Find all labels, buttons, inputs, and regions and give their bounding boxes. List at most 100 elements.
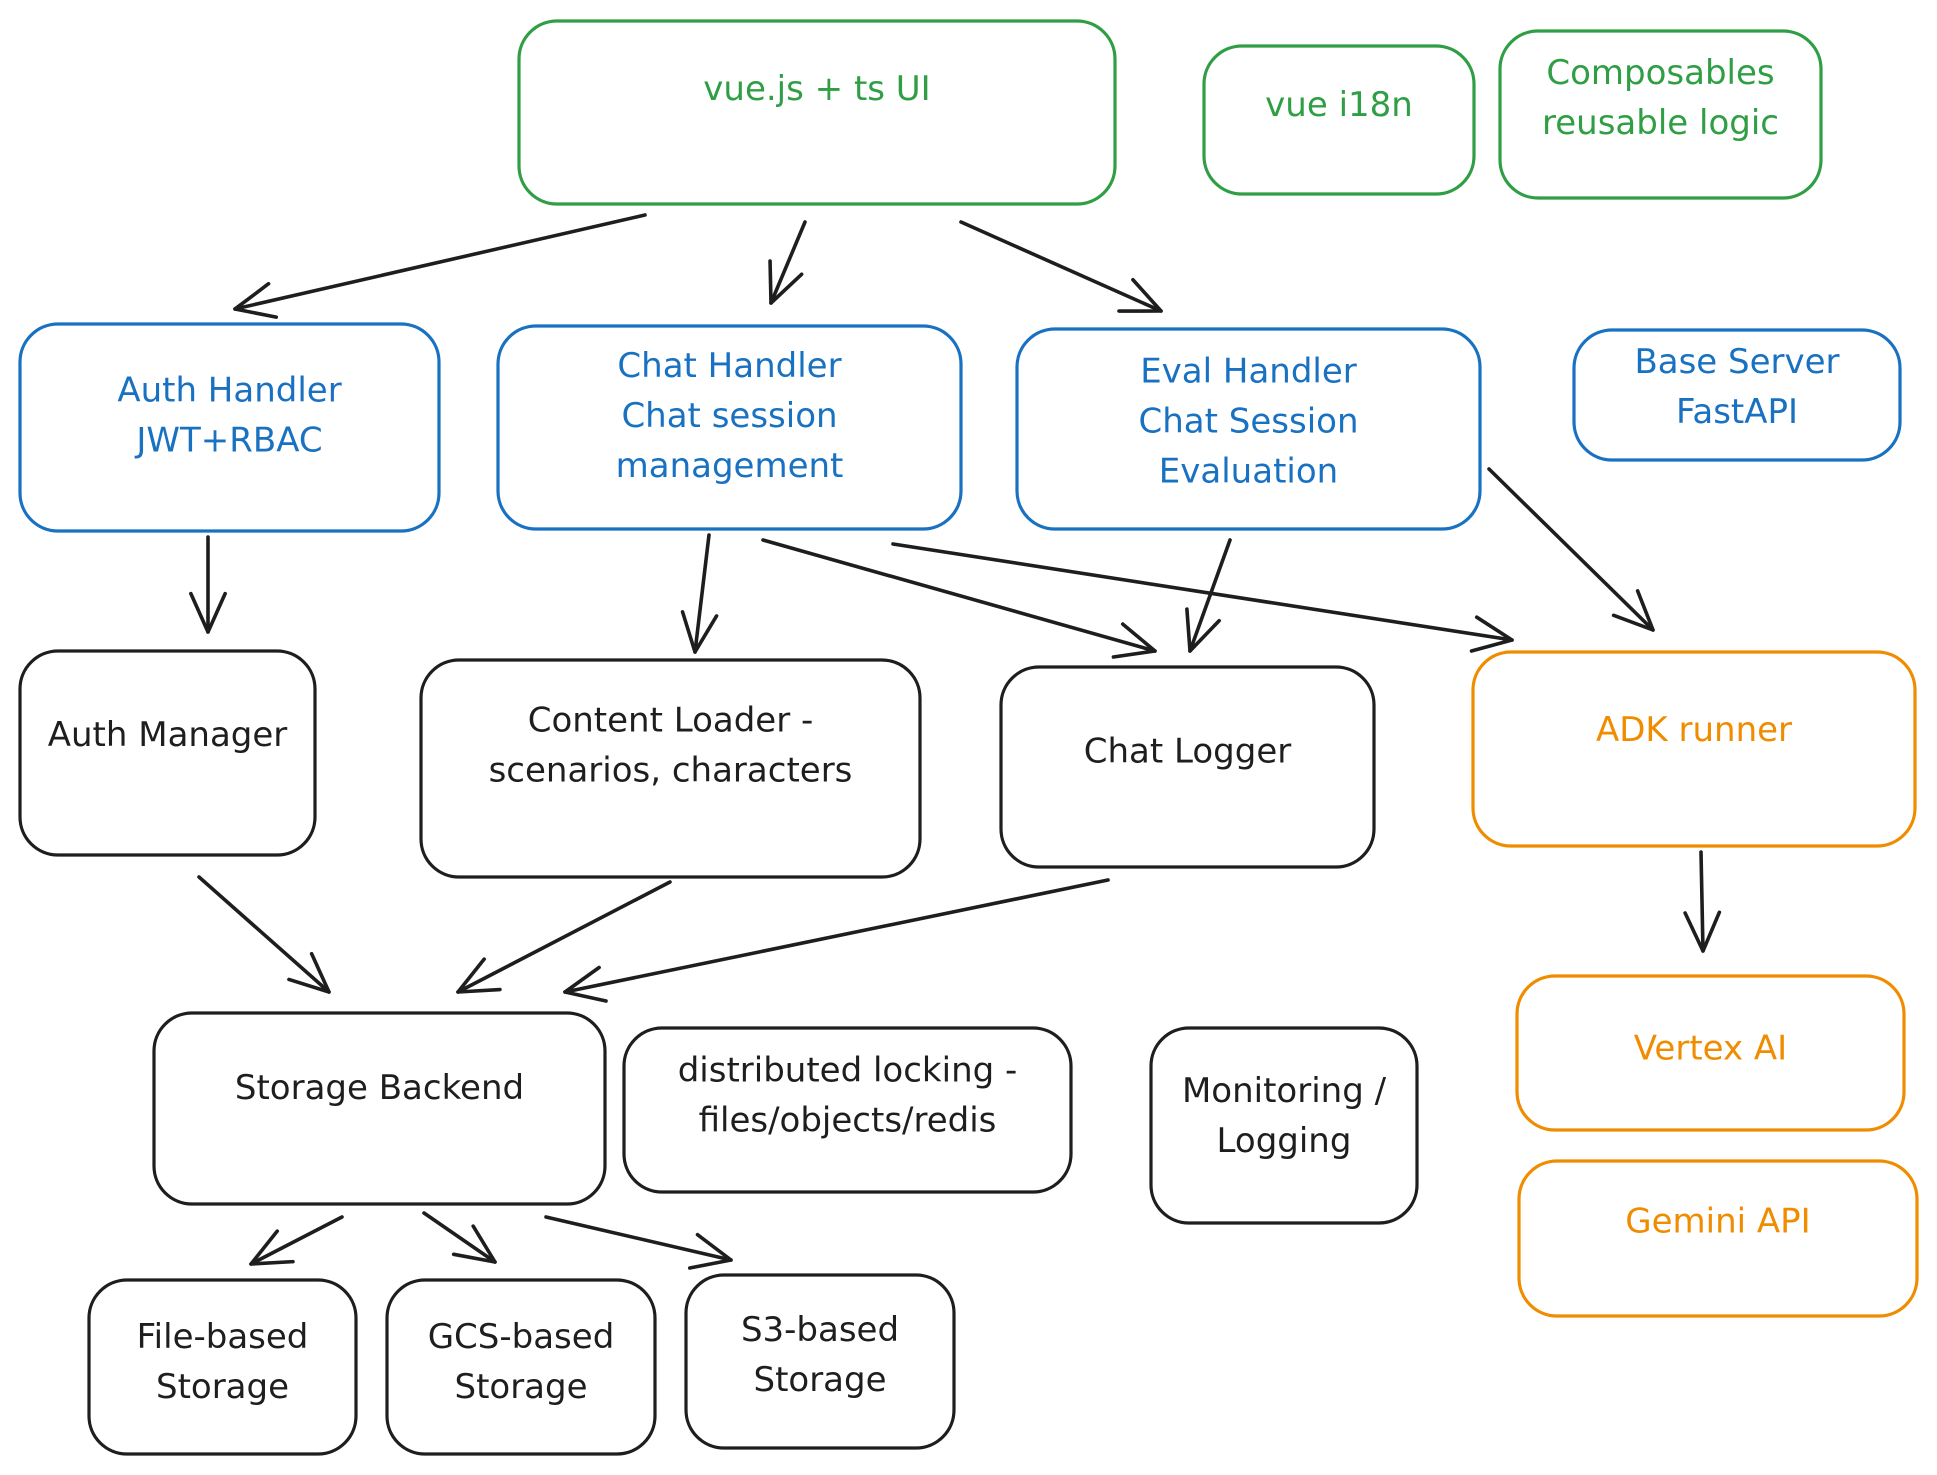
arrowhead-icon xyxy=(687,1232,733,1270)
node-border xyxy=(1471,650,1917,848)
edge-auth-manager-to-storage-backend xyxy=(197,875,331,994)
node-border xyxy=(419,658,922,879)
node-vertex-ai[interactable]: Vertex AI xyxy=(1515,974,1906,1132)
edge-chat-handler-to-content-loader xyxy=(680,533,719,654)
node-label: Chat Session xyxy=(1139,402,1359,442)
arrowhead-icon xyxy=(1117,277,1163,313)
edge-line xyxy=(1699,850,1705,953)
node-border xyxy=(1498,29,1823,200)
arrowhead-icon xyxy=(451,1224,497,1264)
node-content-loader[interactable]: Content Loader -scenarios, characters xyxy=(419,658,922,879)
node-border xyxy=(1515,974,1906,1132)
node-label: Chat Handler xyxy=(617,346,841,386)
node-label: Base Server xyxy=(1634,342,1839,382)
node-label: Composables xyxy=(1546,53,1774,93)
node-label: S3-based xyxy=(741,1310,899,1350)
edge-line xyxy=(422,1211,497,1264)
node-adk-runner[interactable]: ADK runner xyxy=(1471,650,1917,848)
node-label: Auth Manager xyxy=(48,715,288,755)
arrowhead-icon xyxy=(1469,615,1514,653)
node-label: Chat Logger xyxy=(1084,732,1291,772)
edge-storage-backend-to-file-storage xyxy=(249,1215,344,1266)
node-label: ADK runner xyxy=(1596,710,1792,750)
node-label: Vertex AI xyxy=(1634,1028,1787,1068)
node-label: File-based xyxy=(137,1317,309,1357)
arrowhead-icon xyxy=(1185,607,1221,653)
edge-auth-handler-to-auth-manager xyxy=(189,535,227,634)
arrowhead-icon xyxy=(1683,910,1722,953)
node-border xyxy=(496,324,963,531)
node-label: Evaluation xyxy=(1159,452,1338,492)
node-label: Monitoring / xyxy=(1182,1071,1387,1111)
node-label: Chat session xyxy=(621,396,837,436)
edge-line xyxy=(761,538,1157,653)
arrowhead-icon xyxy=(249,1229,295,1266)
node-border xyxy=(1015,327,1482,531)
node-border xyxy=(18,322,441,533)
edge-storage-backend-to-gcs-storage xyxy=(422,1211,497,1264)
edge-storage-backend-to-s3-storage xyxy=(544,1215,733,1270)
node-label: vue.js + ts UI xyxy=(703,69,930,109)
node-border xyxy=(1572,328,1902,462)
node-label: GCS-based xyxy=(428,1317,615,1357)
node-composables[interactable]: Composables reusable logic xyxy=(1498,29,1823,200)
arrowhead-icon xyxy=(1611,589,1655,632)
node-border xyxy=(1517,1159,1919,1318)
edge-chat-handler-to-adk-runner xyxy=(891,542,1514,653)
edge-chat-logger-to-storage-backend xyxy=(563,878,1110,1003)
edge-content-loader-to-storage-backend xyxy=(456,880,672,994)
node-border xyxy=(87,1278,358,1456)
node-border xyxy=(999,665,1376,869)
node-vue-ui[interactable]: vue.js + ts UI xyxy=(517,19,1117,206)
edges-layer xyxy=(189,213,1722,1270)
node-border xyxy=(152,1011,607,1206)
node-label: Gemini API xyxy=(1625,1202,1810,1242)
node-label: vue i18n xyxy=(1265,85,1413,125)
edge-line xyxy=(1188,538,1232,653)
node-gemini-api[interactable]: Gemini API xyxy=(1517,1159,1919,1318)
arrowhead-icon xyxy=(1111,622,1157,659)
node-storage-backend[interactable]: Storage Backend xyxy=(152,1011,607,1206)
edge-line xyxy=(563,878,1110,994)
edge-eval-handler-to-adk-runner xyxy=(1487,467,1655,632)
node-label: Auth Handler xyxy=(117,371,341,411)
node-vue-i18n[interactable]: vue i18n xyxy=(1202,44,1476,196)
node-border xyxy=(622,1026,1073,1194)
node-distributed-locking[interactable]: distributed locking -files/objects/redis xyxy=(622,1026,1073,1194)
node-label: distributed locking - xyxy=(678,1050,1018,1090)
edge-line xyxy=(769,220,807,305)
node-border xyxy=(385,1278,657,1456)
edge-line xyxy=(249,1215,344,1266)
node-label: reusable logic xyxy=(1542,103,1779,143)
arrowhead-icon xyxy=(768,259,804,305)
node-border xyxy=(1202,44,1476,196)
node-monitoring-logging[interactable]: Monitoring / Logging xyxy=(1149,1026,1419,1225)
node-label: FastAPI xyxy=(1676,392,1798,432)
node-label: Storage xyxy=(454,1367,587,1407)
edge-vue-ui-to-auth-handler xyxy=(233,213,647,319)
edge-line xyxy=(891,542,1514,642)
arrowhead-icon xyxy=(233,281,279,319)
edge-line xyxy=(544,1215,733,1262)
node-border xyxy=(517,19,1117,206)
node-chat-logger[interactable]: Chat Logger xyxy=(999,665,1376,869)
edge-vue-ui-to-eval-handler xyxy=(959,220,1163,313)
node-label: scenarios, characters xyxy=(489,750,853,790)
node-label: Logging xyxy=(1217,1121,1352,1161)
edge-line xyxy=(456,880,672,994)
node-label: Eval Handler xyxy=(1140,352,1357,392)
node-border xyxy=(18,649,317,857)
edge-line xyxy=(959,220,1163,313)
nodes-layer: vue.js + ts UI vue i18n Composables reusabl… xyxy=(18,19,1919,1456)
arrowhead-icon xyxy=(456,957,502,994)
node-auth-manager[interactable]: Auth Manager xyxy=(18,649,317,857)
node-label: JWT+RBAC xyxy=(134,421,322,461)
